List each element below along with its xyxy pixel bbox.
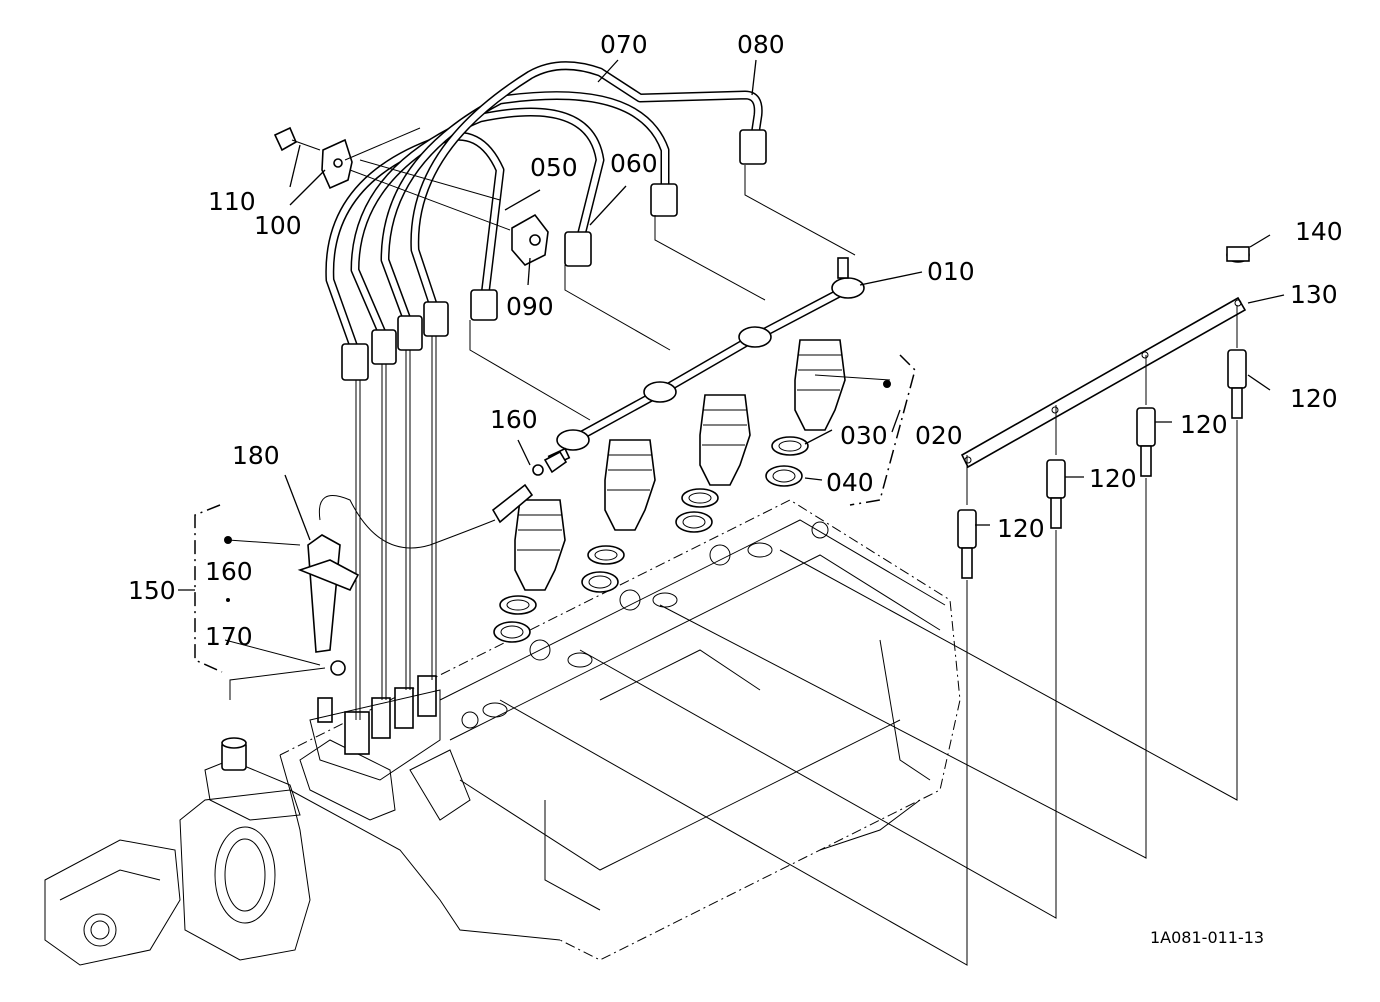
label-160-top: 160	[490, 405, 538, 434]
injector-4	[794, 339, 846, 431]
cylinder-head	[279, 499, 961, 961]
label-030: 030	[840, 421, 888, 450]
label-060: 060	[610, 149, 658, 178]
label-090: 090	[506, 292, 554, 321]
label-120-b: 120	[1089, 464, 1137, 493]
bracket-150	[194, 504, 223, 673]
assembly-guide-lines	[469, 165, 891, 421]
label-160: 160	[205, 557, 253, 586]
glow-plug-3	[1136, 407, 1156, 477]
drawing-code: 1A081-011-13	[1150, 928, 1264, 947]
label-050: 050	[530, 153, 578, 182]
label-120-c: 120	[1180, 410, 1228, 439]
leader-lines	[178, 59, 1285, 591]
injection-pipes	[325, 61, 767, 720]
bracket-020	[849, 354, 916, 506]
label-110: 110	[208, 187, 256, 216]
glow-plug-4	[1227, 349, 1247, 419]
fuel-overflow-hose	[224, 450, 568, 700]
injector-2	[604, 439, 656, 531]
glow-plug-2	[1046, 459, 1066, 529]
label-120-a: 120	[997, 514, 1045, 543]
glow-plug-assembly	[499, 246, 1250, 966]
nozzle-gaskets	[493, 436, 809, 643]
glow-plug-1	[957, 509, 977, 579]
label-170: 170	[205, 622, 253, 651]
injection-pump-housing	[44, 675, 441, 966]
label-150: 150	[128, 576, 176, 605]
injector-1	[514, 499, 566, 591]
label-020: 020	[915, 421, 963, 450]
label-130: 130	[1290, 280, 1338, 309]
injector-3	[699, 394, 751, 486]
pipe-clamp	[273, 126, 549, 266]
label-080: 080	[737, 30, 785, 59]
label-100: 100	[254, 211, 302, 240]
label-140: 140	[1295, 217, 1343, 246]
label-180: 180	[232, 441, 280, 470]
label-120-d: 120	[1290, 384, 1338, 413]
label-010: 010	[927, 257, 975, 286]
label-040: 040	[826, 468, 874, 497]
label-070: 070	[600, 30, 648, 59]
injector-nozzles	[514, 339, 846, 591]
